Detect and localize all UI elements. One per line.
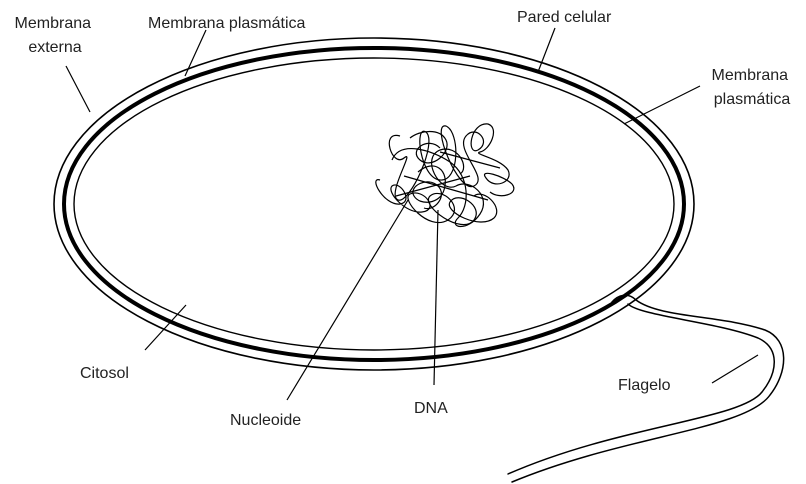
label-nucleoid: Nucleoide: [230, 412, 301, 429]
label-cytosol: Citosol: [80, 365, 129, 382]
leader-outer-membrane: [66, 66, 90, 112]
leader-plasma-membrane-right: [624, 86, 700, 124]
cell-wall: [64, 48, 684, 360]
cell-envelope: [54, 38, 694, 370]
labels: Membrana externa Membrana plasmática Par…: [15, 9, 793, 429]
leader-flagellum: [712, 355, 758, 383]
plasma-membrane: [74, 58, 674, 350]
label-dna: DNA: [414, 400, 448, 417]
label-flagellum: Flagelo: [618, 377, 671, 394]
label-outer-membrane: Membrana externa: [15, 15, 96, 56]
leader-plasma-membrane-top: [185, 30, 206, 76]
label-plasma-membrane-top: Membrana plasmática: [148, 15, 306, 32]
leader-lines: [66, 28, 758, 400]
dna-nucleoid-tangle: [376, 124, 514, 227]
outer-membrane: [54, 38, 694, 370]
label-cell-wall: Pared celular: [517, 9, 612, 26]
label-plasma-membrane-right: Membrana plasmática: [712, 67, 793, 108]
